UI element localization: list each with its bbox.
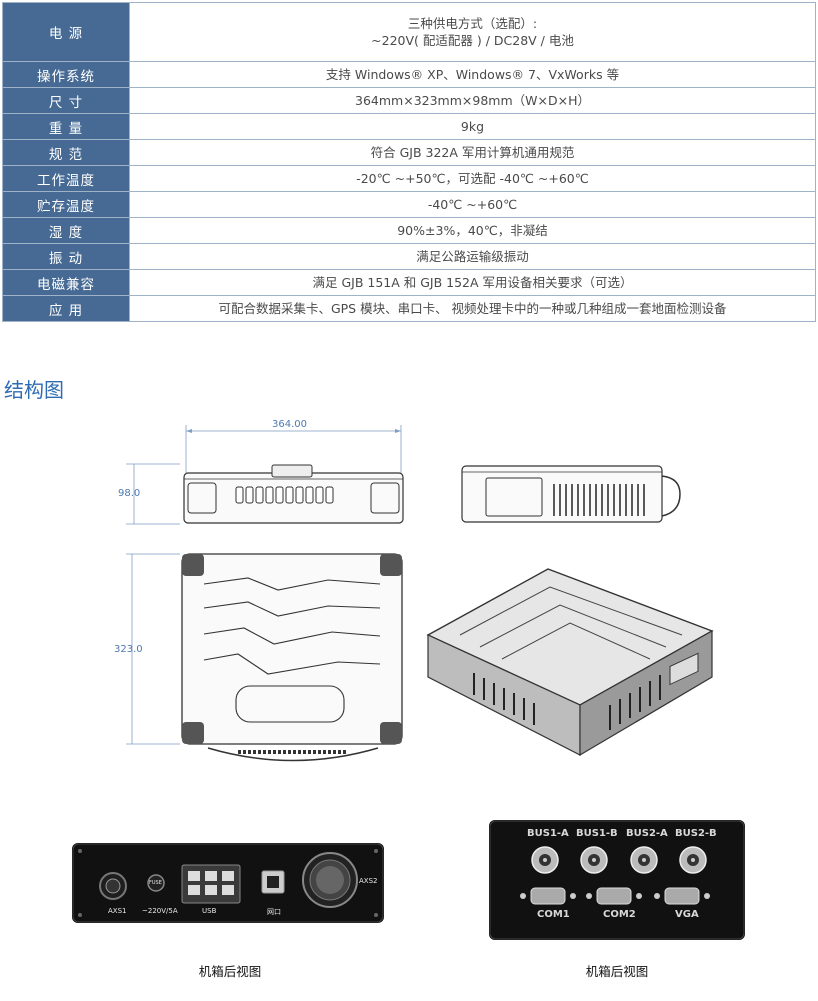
right-photo-caption: 机箱后视图 [585, 964, 649, 979]
spec-value-line: 90%±3%，40℃，非凝结 [397, 223, 548, 238]
spec-row: 电磁兼容 满足 GJB 151A 和 GJB 152A 军用设备相关要求（可选） [2, 269, 816, 296]
spec-value: 支持 Windows® XP、Windows® 7、VxWorks 等 [129, 61, 816, 88]
spec-value: 满足 GJB 151A 和 GJB 152A 军用设备相关要求（可选） [129, 269, 816, 296]
spec-row: 贮存温度 -40℃ ~+60℃ [2, 191, 816, 218]
label-power: ~220V/5A [142, 907, 178, 915]
spec-value-line: 364mm×323mm×98mm（W×D×H） [355, 93, 590, 108]
spec-row: 尺 寸 364mm×323mm×98mm（W×D×H） [2, 87, 816, 114]
spec-row: 规 范 符合 GJB 322A 军用计算机通用规范 [2, 139, 816, 166]
spec-value: 可配合数据采集卡、GPS 模块、串口卡、 视频处理卡中的一种或几种组成一套地面检… [129, 295, 816, 322]
spec-row: 应 用 可配合数据采集卡、GPS 模块、串口卡、 视频处理卡中的一种或几种组成一套… [2, 295, 816, 322]
spec-value-line: -20℃ ~+50℃，可选配 -40℃ ~+60℃ [356, 171, 589, 186]
spec-value-line: 符合 GJB 322A 军用计算机通用规范 [370, 145, 575, 160]
spec-row: 工作温度 -20℃ ~+50℃，可选配 -40℃ ~+60℃ [2, 165, 816, 192]
label-axs1: AXS1 [108, 907, 127, 915]
spec-key: 重 量 [2, 113, 130, 140]
spec-row: 重 量 9kg [2, 113, 816, 140]
spec-value-line: 满足 GJB 151A 和 GJB 152A 军用设备相关要求（可选） [312, 275, 633, 290]
spec-key: 规 范 [2, 139, 130, 166]
spec-value: 9kg [129, 113, 816, 140]
spec-value: 符合 GJB 322A 军用计算机通用规范 [129, 139, 816, 166]
spec-value: 满足公路运输级振动 [129, 243, 816, 270]
side-view-drawing [461, 465, 681, 523]
spec-value: -20℃ ~+50℃，可选配 -40℃ ~+60℃ [129, 165, 816, 192]
spec-key: 振 动 [2, 243, 130, 270]
spec-key: 操作系统 [2, 61, 130, 88]
spec-value-line: 满足公路运输级振动 [416, 249, 529, 264]
top-view-drawing [126, 553, 403, 762]
label-axs2: AXS2 [359, 877, 378, 885]
front-view-drawing [126, 425, 404, 525]
rear-panel-photo-right: BUS1-A BUS1-B BUS2-A BUS2-B COM1 COM2 VG… [489, 820, 745, 940]
spec-value-line: ~220V( 配适配器 ) / DC28V / 电池 [371, 33, 574, 48]
spec-value: 90%±3%，40℃，非凝结 [129, 217, 816, 244]
left-photo-caption: 机箱后视图 [198, 964, 262, 979]
spec-value-line: 可配合数据采集卡、GPS 模块、串口卡、 视频处理卡中的一种或几种组成一套地面检… [218, 301, 727, 316]
spec-row: 电 源 三种供电方式（选配）: ~220V( 配适配器 ) / DC28V / 电池 [2, 2, 816, 62]
spec-value: -40℃ ~+60℃ [129, 191, 816, 218]
label-bus2a: BUS2-A [626, 828, 668, 839]
depth-dimension-label: 323.0 [114, 644, 143, 655]
spec-row: 振 动 满足公路运输级振动 [2, 243, 816, 270]
spec-row: 操作系统 支持 Windows® XP、Windows® 7、VxWorks 等 [2, 61, 816, 88]
label-bus1a: BUS1-A [527, 828, 569, 839]
label-bus2b: BUS2-B [675, 828, 717, 839]
spec-value-line: 9kg [460, 119, 485, 134]
spec-table: 电 源 三种供电方式（选配）: ~220V( 配适配器 ) / DC28V / 电池… [2, 2, 816, 322]
label-bus1b: BUS1-B [576, 828, 618, 839]
label-vga: VGA [675, 909, 699, 920]
spec-value-line: 三种供电方式（选配）: [407, 16, 538, 31]
spec-value: 三种供电方式（选配）: ~220V( 配适配器 ) / DC28V / 电池 [129, 2, 816, 62]
label-com2: COM2 [603, 909, 636, 920]
spec-key: 电磁兼容 [2, 269, 130, 296]
isometric-product-image [426, 568, 714, 757]
spec-table-body: 电 源 三种供电方式（选配）: ~220V( 配适配器 ) / DC28V / 电池… [2, 2, 816, 322]
spec-row: 湿 度 90%±3%，40℃，非凝结 [2, 217, 816, 244]
spec-key: 湿 度 [2, 217, 130, 244]
spec-value: 364mm×323mm×98mm（W×D×H） [129, 87, 816, 114]
spec-key: 工作温度 [2, 165, 130, 192]
label-fuse: FUSE [149, 880, 162, 886]
spec-key: 应 用 [2, 295, 130, 322]
section-title: 结构图 [4, 378, 64, 402]
height-dimension-label: 98.0 [118, 488, 141, 499]
width-dimension-label: 364.00 [272, 419, 307, 430]
spec-value-line: 支持 Windows® XP、Windows® 7、VxWorks 等 [325, 67, 620, 82]
spec-key: 尺 寸 [2, 87, 130, 114]
rear-panel-photo-left: AXS1 FUSE ~220V/5A USB 网口 AXS2 [72, 843, 384, 923]
label-usb: USB [202, 907, 217, 915]
spec-key: 电 源 [2, 2, 130, 62]
spec-value-line: -40℃ ~+60℃ [427, 197, 518, 212]
label-com1: COM1 [537, 909, 570, 920]
label-net: 网口 [267, 908, 281, 916]
spec-key: 贮存温度 [2, 191, 130, 218]
